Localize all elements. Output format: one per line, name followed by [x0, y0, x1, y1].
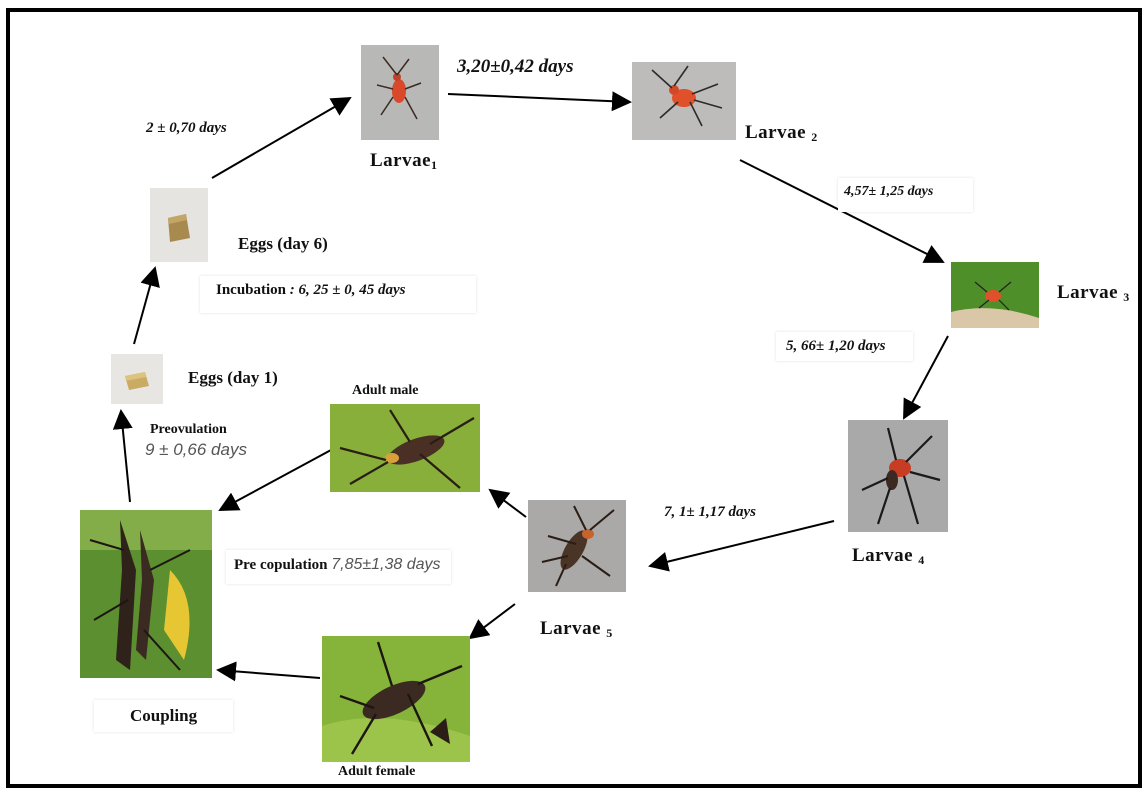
incubation-label: Incubation : 6, 25 ± 0, 45 days — [200, 276, 476, 313]
arrow-coupling-to-eggs1 — [121, 411, 130, 502]
eggs-day6-label: Eggs (day 6) — [238, 234, 328, 254]
preovulation-value: 9 ± 0,66 days — [145, 440, 247, 460]
arrow-larvae5-to-adult-male — [490, 490, 526, 517]
adult-female-label: Adult female — [338, 764, 415, 780]
arrow-adult-female-to-coupling — [218, 670, 320, 678]
coupling-photo — [80, 510, 212, 678]
adult-male-photo — [330, 404, 480, 492]
adult-female-photo — [322, 636, 470, 762]
larvae1-label: Larvae1 — [370, 150, 438, 173]
duration-l1-to-l2: 3,20±0,42 days — [457, 56, 574, 78]
duration-l2-to-l3: 4,57± 1,25 days — [838, 178, 973, 212]
duration-l4-to-l5: 7, 1± 1,17 days — [664, 504, 756, 521]
arrow-larvae1-to-larvae2 — [448, 94, 630, 102]
larvae3-label: Larvae 3 — [1057, 282, 1130, 305]
duration-l3-to-l4: 5, 66± 1,20 days — [776, 332, 913, 361]
eggs-day1-label: Eggs (day 1) — [188, 368, 278, 388]
eggs-day6-photo — [150, 188, 208, 262]
eggs-day1-photo — [111, 354, 163, 404]
coupling-label: Coupling — [94, 700, 233, 732]
larvae5-photo — [528, 500, 626, 592]
preovulation-label: Preovulation — [150, 422, 227, 438]
larvae5-label: Larvae 5 — [540, 618, 613, 641]
larvae4-label: Larvae 4 — [852, 545, 925, 568]
larvae2-label: Larvae 2 — [745, 122, 818, 145]
larvae1-photo — [361, 45, 439, 140]
arrow-eggs1-to-eggs6 — [134, 268, 155, 344]
arrow-larvae5-to-adult-female — [470, 604, 515, 638]
larvae3-photo — [951, 262, 1039, 328]
larvae4-photo — [848, 420, 948, 532]
precopulation-label: Pre copulation 7,85±1,38 days — [226, 550, 451, 584]
arrow-larvae4-to-larvae5 — [650, 521, 834, 566]
larvae2-photo — [632, 62, 736, 140]
duration-eggs-to-l1: 2 ± 0,70 days — [146, 120, 227, 137]
arrow-eggs6-to-larvae1 — [212, 98, 350, 178]
adult-male-label: Adult male — [352, 383, 419, 399]
